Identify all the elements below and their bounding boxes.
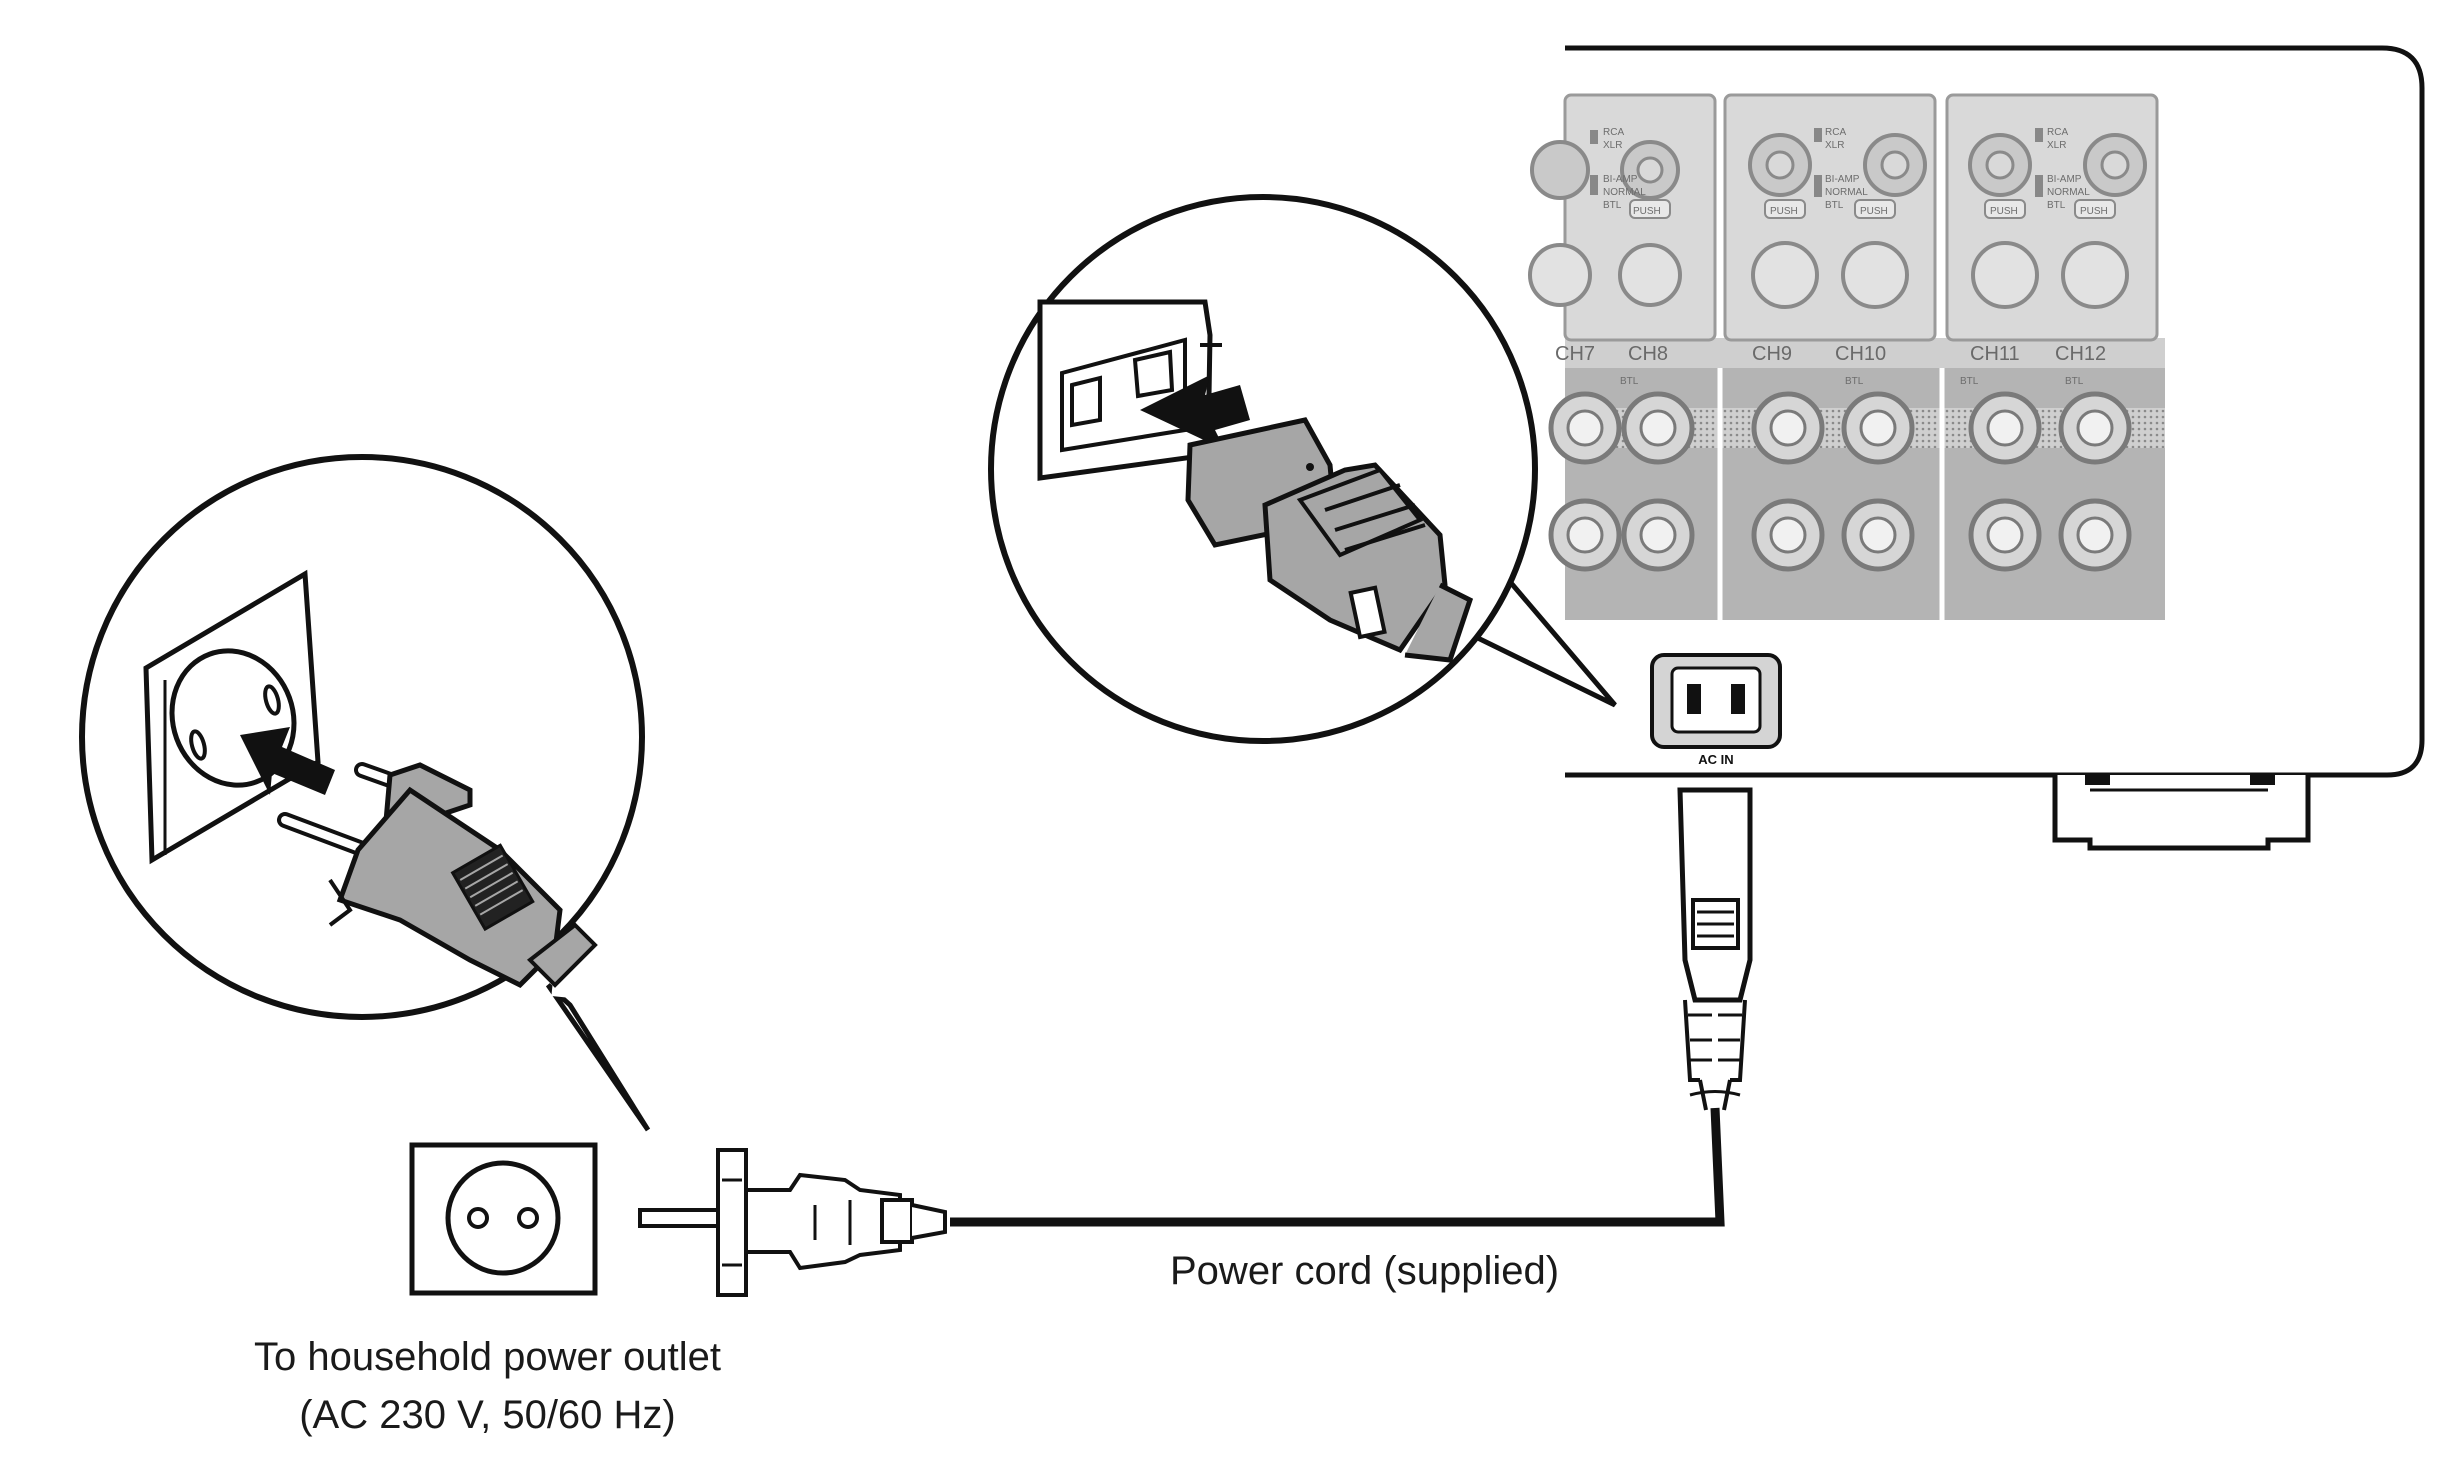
ac-in-inlet: AC IN [1650,653,1782,767]
btl-polarity-label-4: BTL [2065,376,2084,387]
btl-polarity-label-1: BTL [1620,376,1639,387]
push-label-4: PUSH [1990,206,2018,217]
rca-label-1: RCA [1603,127,1624,138]
xlr-label-1: XLR [1603,140,1622,151]
amplifier-rear-panel: RCA XLR RCA XLR RCA XLR BI-AMP NORMAL BT… [1528,45,2425,851]
xlr-label-3: XLR [2047,140,2066,151]
xlr-label-2: XLR [1825,140,1844,151]
channel-label-ch11: CH11 [1970,343,2020,365]
channel-module-7-8 [1528,93,1717,342]
btl-label-3: BTL [2047,200,2066,211]
schuko-plug-callout [79,454,651,1132]
channel-label-ch7: CH7 [1555,343,1595,365]
btl-label-1: BTL [1603,200,1622,211]
bi-amp-label-1: BI-AMP [1603,174,1638,185]
ac-in-label: AC IN [1698,752,1733,767]
btl-polarity-label-2: BTL [1845,376,1864,387]
schuko-plug-side-view [638,1148,947,1297]
channel-module-11-12 [1945,93,2159,342]
rca-label-3: RCA [2047,127,2068,138]
power-cord-label: Power cord (supplied) [1170,1249,1560,1293]
outlet-caption-line1: To household power outlet [254,1335,721,1379]
bi-amp-label-2: BI-AMP [1825,174,1860,185]
normal-label-3: NORMAL [2047,187,2090,198]
wall-outlet [409,1142,598,1296]
power-cord [638,787,1753,1297]
push-label-1: PUSH [1633,206,1661,217]
insert-arrow-icon-2 [240,727,335,795]
channel-label-ch10: CH10 [1835,343,1886,365]
outlet-caption: To household power outlet (AC 230 V, 50/… [235,1328,740,1444]
channel-module-9-10 [1723,93,1937,342]
push-label-3: PUSH [1860,206,1888,217]
iec-connector-callout [988,194,1617,744]
btl-label-2: BTL [1825,200,1844,211]
channel-label-ch8: CH8 [1628,343,1668,365]
btl-polarity-label-3: BTL [1960,376,1979,387]
channel-label-ch9: CH9 [1752,343,1792,365]
push-label-5: PUSH [2080,206,2108,217]
channel-label-strip [1565,338,2165,368]
bi-amp-label-3: BI-AMP [2047,174,2082,185]
insert-arrow-icon [1140,375,1250,450]
rca-label-2: RCA [1825,127,1846,138]
normal-label-1: NORMAL [1603,187,1646,198]
channel-label-ch12: CH12 [2055,343,2106,365]
normal-label-2: NORMAL [1825,187,1868,198]
push-label-2: PUSH [1770,206,1798,217]
outlet-caption-line2: (AC 230 V, 50/60 Hz) [299,1393,676,1437]
